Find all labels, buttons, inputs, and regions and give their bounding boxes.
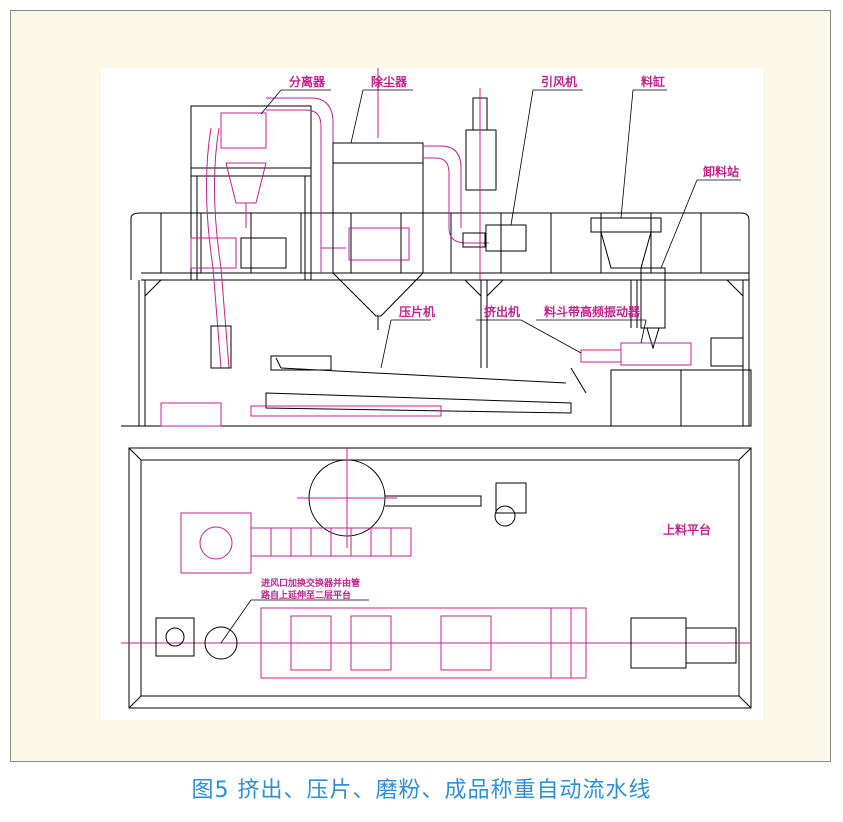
- induced-fan: [462, 88, 527, 280]
- leader-lines: [220, 89, 741, 644]
- duct-2: [423, 145, 489, 244]
- label-note-line2: 路自上延伸至二层平台: [261, 589, 351, 601]
- plan-inner-frame: [140, 459, 740, 697]
- separator-plan: [180, 512, 252, 574]
- handrail-posts: [160, 213, 702, 273]
- cad-svg: 分离器 除尘器 引风机 料缸 卸料站 压片机 挤出机 料斗带高频振动器 上料平台…: [121, 68, 752, 709]
- label-separator: 分离器: [289, 74, 326, 89]
- motor-plan: [685, 627, 737, 664]
- fan-plan: [495, 482, 527, 514]
- platform-legs: [138, 279, 750, 426]
- duct-1: [266, 97, 346, 273]
- unloading-station: [640, 267, 666, 350]
- left-unit-plan: [155, 617, 195, 657]
- hopper: [590, 212, 662, 269]
- extruder-table: [580, 337, 752, 427]
- label-feeding-platform: 上料平台: [663, 522, 711, 537]
- plan-outer-frame: [128, 447, 752, 709]
- label-extruder: 挤出机: [484, 304, 520, 319]
- dust-collector: [332, 68, 424, 330]
- figure-caption: 图5 挤出、压片、磨粉、成品称重自动流水线: [191, 778, 652, 803]
- lower-left-machinery: [160, 237, 442, 427]
- cad-drawing: 分离器 除尘器 引风机 料缸 卸料站 压片机 挤出机 料斗带高频振动器 上料平台…: [101, 68, 763, 720]
- label-vibrator: 料斗带高频振动器: [544, 304, 641, 319]
- conveyor-grid-lines: [270, 528, 392, 556]
- label-tablet-press: 压片机: [399, 304, 435, 319]
- handrail-top: [130, 212, 750, 280]
- tablet-press: [265, 355, 587, 414]
- figure-frame: 分离器 除尘器 引风机 料缸 卸料站 压片机 挤出机 料斗带高频振动器 上料平台…: [10, 10, 831, 762]
- label-dust-collector: 除尘器: [371, 74, 408, 89]
- fan-duct-plan: [385, 495, 482, 507]
- label-hopper: 料缸: [641, 74, 665, 89]
- label-induced-fan: 引风机: [541, 74, 577, 89]
- label-note-line1: 进风口加换交换器并由管: [261, 577, 360, 589]
- label-unloading-station: 卸料站: [703, 164, 739, 179]
